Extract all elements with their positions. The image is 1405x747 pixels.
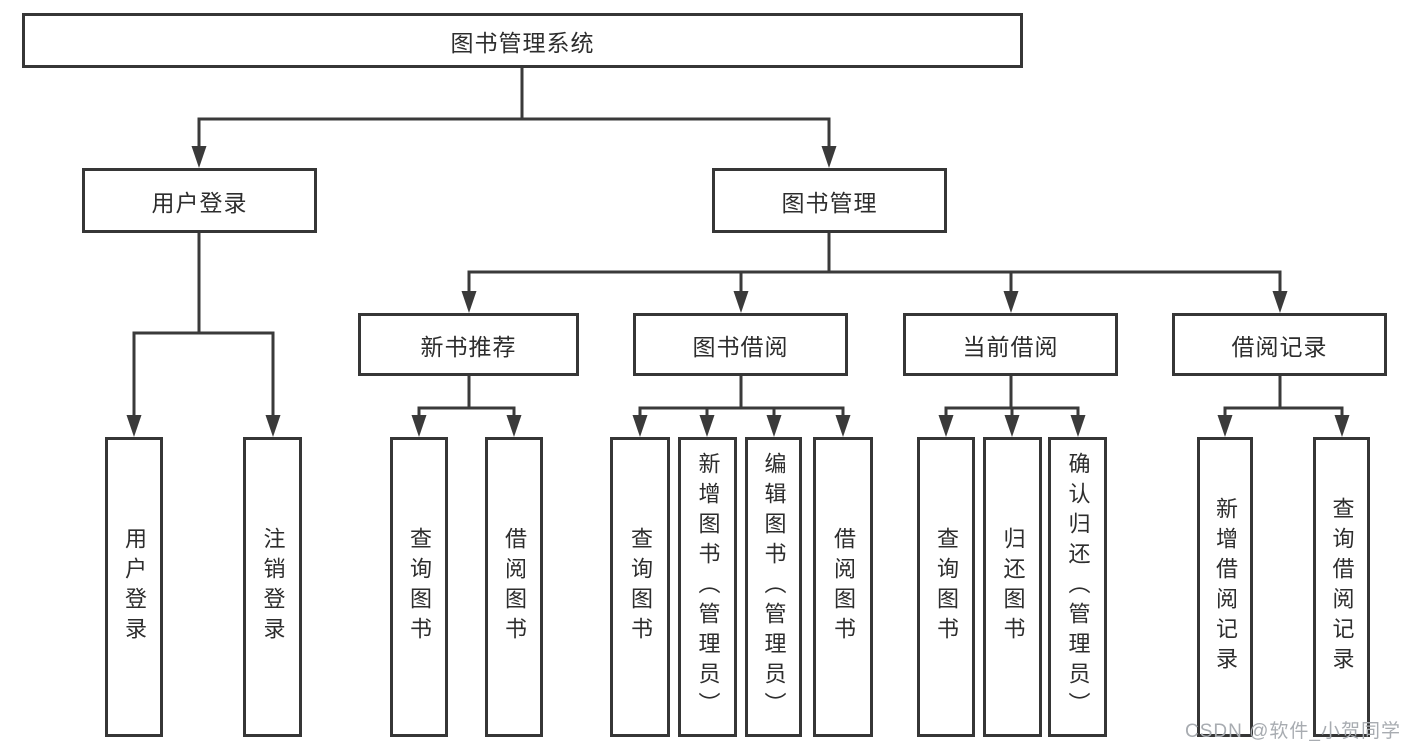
leaf-user-login-label: 用户登录 <box>122 527 147 647</box>
arrow-icon <box>126 415 142 437</box>
node-new-book-recommend-label: 新书推荐 <box>420 333 517 360</box>
node-borrow-records: 借阅记录 <box>1172 313 1387 376</box>
node-root-label: 图书管理系统 <box>450 29 595 56</box>
leaf-borrow-books-label: 借阅图书 <box>831 527 856 647</box>
arrow-icon <box>733 291 749 313</box>
arrow-icon <box>1070 415 1086 437</box>
arrow-icon <box>411 415 427 437</box>
arrow-icon <box>1272 291 1288 313</box>
arrow-icon <box>506 415 522 437</box>
leaf-user-login: 用户登录 <box>105 437 163 737</box>
leaf-query-borrow-record-label: 查询借阅记录 <box>1329 497 1355 677</box>
arrow-icon <box>1004 415 1020 437</box>
leaf-query-books-borrow: 查询图书 <box>610 437 670 737</box>
leaf-query-books-borrow-label: 查询图书 <box>628 527 653 647</box>
arrow-icon <box>265 415 281 437</box>
leaf-borrow-books-recommend-label: 借阅图书 <box>502 527 527 647</box>
watermark: CSDN @软件_小贺同学 <box>1185 721 1401 742</box>
leaf-borrow-books: 借阅图书 <box>813 437 873 737</box>
leaf-add-books-admin-label: 新增图书（管理员） <box>695 452 721 722</box>
node-user-login-label: 用户登录 <box>151 189 248 216</box>
node-book-borrow-label: 图书借阅 <box>692 333 789 360</box>
node-current-borrow: 当前借阅 <box>903 313 1118 376</box>
arrow-icon <box>835 415 851 437</box>
leaf-return-books-label: 归还图书 <box>1000 527 1026 647</box>
leaf-edit-books-admin-label: 编辑图书（管理员） <box>761 452 787 722</box>
leaf-add-borrow-record-label: 新增借阅记录 <box>1213 497 1238 677</box>
leaf-borrow-books-recommend: 借阅图书 <box>485 437 543 737</box>
leaf-add-books-admin: 新增图书（管理员） <box>678 437 737 737</box>
leaf-edit-books-admin: 编辑图书（管理员） <box>745 437 802 737</box>
arrow-icon <box>1217 415 1233 437</box>
leaf-confirm-return-admin-label: 确认归还（管理员） <box>1065 452 1091 722</box>
arrow-icon <box>766 415 782 437</box>
leaf-query-books-current-label: 查询图书 <box>934 527 959 647</box>
arrow-icon <box>461 291 477 313</box>
leaf-logout-label: 注销登录 <box>260 527 286 647</box>
arrow-icon <box>191 146 207 168</box>
arrow-icon <box>699 415 715 437</box>
leaf-query-books-recommend: 查询图书 <box>390 437 448 737</box>
node-root: 图书管理系统 <box>22 13 1023 68</box>
leaf-confirm-return-admin: 确认归还（管理员） <box>1048 437 1107 737</box>
node-book-management: 图书管理 <box>712 168 947 233</box>
arrow-icon <box>938 415 954 437</box>
node-current-borrow-label: 当前借阅 <box>962 333 1059 360</box>
arrow-icon <box>632 415 648 437</box>
leaf-query-books-recommend-label: 查询图书 <box>407 527 432 647</box>
leaf-query-borrow-record: 查询借阅记录 <box>1313 437 1370 737</box>
node-borrow-records-label: 借阅记录 <box>1231 333 1328 360</box>
arrow-icon <box>1003 291 1019 313</box>
arrow-icon <box>1334 415 1350 437</box>
node-book-management-label: 图书管理 <box>781 189 878 216</box>
node-new-book-recommend: 新书推荐 <box>358 313 579 376</box>
node-user-login: 用户登录 <box>82 168 317 233</box>
arrow-icon <box>821 146 837 168</box>
leaf-query-books-current: 查询图书 <box>917 437 975 737</box>
leaf-return-books: 归还图书 <box>983 437 1042 737</box>
leaf-add-borrow-record: 新增借阅记录 <box>1197 437 1253 737</box>
leaf-logout: 注销登录 <box>243 437 302 737</box>
node-book-borrow: 图书借阅 <box>633 313 848 376</box>
